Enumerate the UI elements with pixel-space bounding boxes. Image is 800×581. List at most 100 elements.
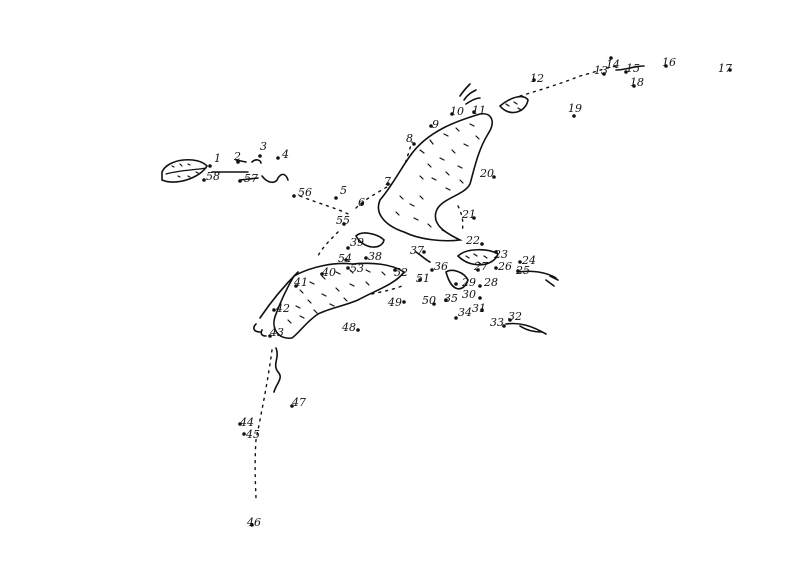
point-dot <box>480 242 484 246</box>
point-dot <box>272 308 276 312</box>
point-50: 50 <box>422 294 436 307</box>
point-dot <box>572 114 576 118</box>
point-52: 52 <box>393 266 408 279</box>
point-dot <box>480 308 484 312</box>
wing-tip-feathers <box>459 83 481 105</box>
point-dot <box>344 258 348 262</box>
point-27: 27 <box>473 260 488 273</box>
point-dot <box>360 202 364 206</box>
lower-body-texture <box>287 269 386 324</box>
point-57: 57 <box>238 172 258 185</box>
point-dot <box>454 282 458 286</box>
head-stroke-lower <box>239 177 259 181</box>
point-number: 42 <box>275 302 290 315</box>
point-number: 54 <box>338 252 352 265</box>
point-dot <box>242 432 246 436</box>
dotted-guide-tail <box>254 349 273 501</box>
point-dot <box>236 160 240 164</box>
point-32: 32 <box>508 310 522 323</box>
point-25: 25 <box>515 264 530 277</box>
point-number: 44 <box>239 416 254 429</box>
point-number: 22 <box>465 234 480 247</box>
point-number: 34 <box>458 306 472 319</box>
point-55: 55 <box>336 214 350 227</box>
point-15: 15 <box>624 62 640 75</box>
point-dot <box>430 268 434 272</box>
point-dot <box>478 284 482 288</box>
point-dot <box>290 404 294 408</box>
point-46: 46 <box>246 516 261 529</box>
point-dot <box>364 256 368 260</box>
point-dot <box>516 269 520 273</box>
point-number: 7 <box>384 175 391 188</box>
point-number: 47 <box>291 396 306 409</box>
point-dot <box>238 422 242 426</box>
point-number: 55 <box>336 214 350 227</box>
point-dot <box>432 302 436 306</box>
point-number: 11 <box>472 104 486 117</box>
point-dot <box>609 56 613 60</box>
point-dot <box>492 175 496 179</box>
point-dot <box>393 268 397 272</box>
point-3: 3 <box>258 140 267 158</box>
point-dot <box>208 164 212 168</box>
point-dot <box>202 178 206 182</box>
point-number: 48 <box>341 321 356 334</box>
point-dot <box>476 268 480 272</box>
point-number: 21 <box>461 208 476 221</box>
point-number: 6 <box>358 196 365 209</box>
point-dot <box>450 112 454 116</box>
dotted-guide-belly <box>371 285 403 295</box>
point-6: 6 <box>358 196 365 209</box>
beak-shape <box>161 159 208 183</box>
point-number: 40 <box>321 266 336 279</box>
point-24: 24 <box>518 254 536 267</box>
point-44: 44 <box>238 416 254 429</box>
point-number: 38 <box>368 250 382 263</box>
point-58: 58 <box>202 170 220 183</box>
point-56: 56 <box>292 186 312 199</box>
wing-tip-line <box>615 65 645 71</box>
body-spot-a <box>355 232 385 248</box>
point-dot <box>494 266 498 270</box>
point-13: 13 <box>594 64 608 77</box>
point-number: 25 <box>515 264 530 277</box>
point-number: 26 <box>497 260 512 273</box>
point-31: 31 <box>472 302 486 315</box>
point-dot <box>429 124 433 128</box>
point-1: 1 <box>208 152 221 168</box>
point-22: 22 <box>465 234 484 247</box>
body-spot-b-texture <box>465 253 488 265</box>
point-number: 45 <box>245 428 260 441</box>
point-51: 51 <box>416 272 430 285</box>
point-12: 12 <box>530 72 544 85</box>
point-dot <box>508 318 512 322</box>
dotted-guide-leg <box>457 205 464 233</box>
point-dot <box>292 194 296 198</box>
point-number: 12 <box>530 72 544 85</box>
point-number: 9 <box>432 118 439 131</box>
point-dot <box>632 84 636 88</box>
point-dot <box>320 272 324 276</box>
point-number: 52 <box>394 266 408 279</box>
point-number: 30 <box>462 288 476 301</box>
point-36: 36 <box>430 260 448 273</box>
point-dot <box>402 300 406 304</box>
point-dot <box>602 72 606 76</box>
dotted-guide-back <box>355 141 413 209</box>
dotted-guide-neck <box>299 195 349 215</box>
point-number: 8 <box>406 132 413 145</box>
body-edge-line <box>259 271 299 319</box>
point-dot <box>664 64 668 68</box>
wing-tip-shape <box>498 95 529 114</box>
leg-patch <box>445 269 469 290</box>
point-40: 40 <box>320 266 336 279</box>
point-dot <box>472 216 476 220</box>
point-number: 37 <box>410 244 424 257</box>
point-18: 18 <box>630 76 644 89</box>
point-number: 57 <box>244 172 258 185</box>
point-dot <box>418 278 422 282</box>
point-10: 10 <box>450 105 464 118</box>
point-number: 27 <box>473 260 488 273</box>
